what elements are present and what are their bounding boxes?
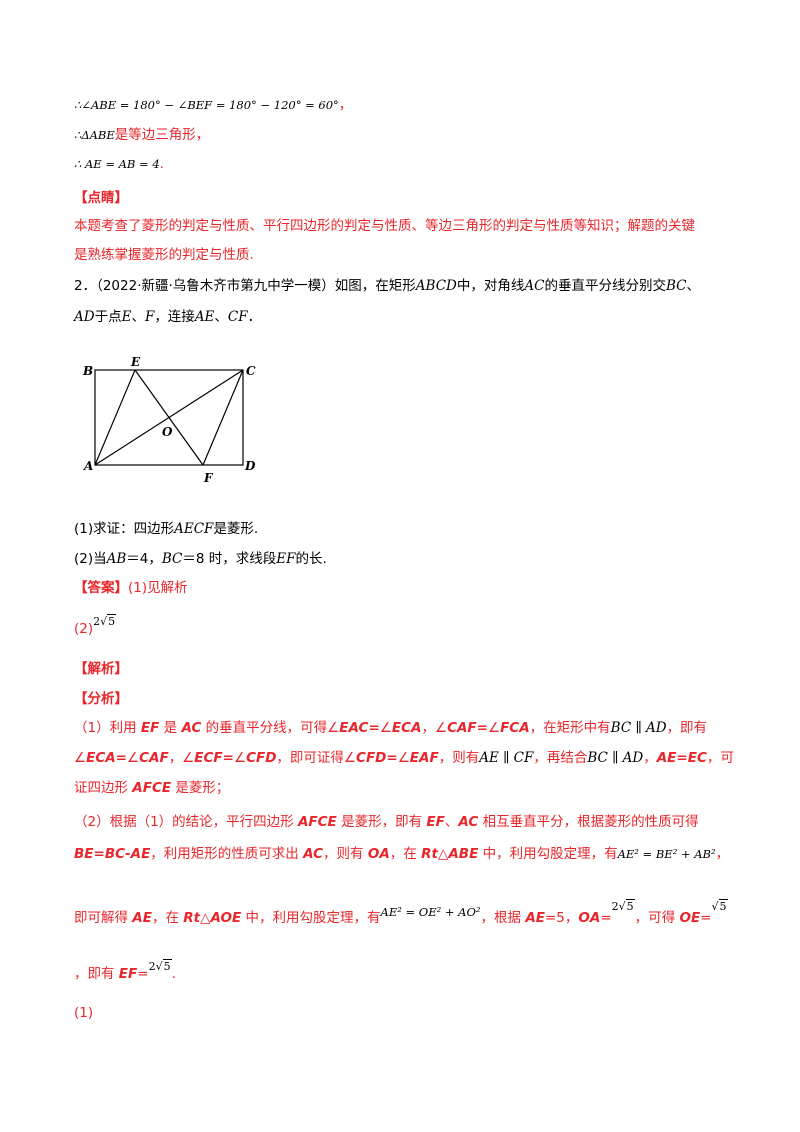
pythagoras-abe: AE² = BE² + AB²: [617, 847, 716, 861]
label-o: O: [162, 425, 173, 439]
fenxi-p1-line-1: （1）利用 EF 是 AC 的垂直平分线，可得∠EAC=∠ECA，∠CAF=∠F…: [74, 720, 708, 736]
ef-sqrt-value: 2√5: [148, 959, 172, 973]
jiexi-label: 【解析】: [74, 661, 128, 677]
fenxi-p2-line-2: BE=BC-AE，利用矩形的性质可求出 AC，则有 OA，在 Rt△ABE 中，…: [74, 846, 730, 862]
rectangle-figure: B E C O A F D: [82, 355, 256, 485]
label-e: E: [130, 355, 141, 369]
segment-cf: [202, 369, 244, 466]
problem-2-line-1: 2．（2022·新疆·乌鲁木齐市第九中学一模）如图，在矩形ABCD中，对角线AC…: [74, 278, 700, 294]
fenxi-p1-line-2: ∠ECA=∠CAF，∠ECF=∠CFD，即可证得∠CFD=∠EAF，则有AE ∥…: [74, 750, 734, 766]
answer-line-1: 【答案】(1)见解析: [74, 580, 188, 596]
fenxi-p2-line-3: 即可解得 AE，在 Rt△AOE 中，利用勾股定理，有AE² = OE² + A…: [74, 899, 728, 926]
solution-part-1-label: (1): [74, 1005, 94, 1021]
question-1: (1)求证：四边形AECF是菱形.: [74, 521, 259, 537]
proof-line-angle: ∴∠ABE = 180° − ∠BEF = 180° − 120° = 60°，: [74, 97, 353, 113]
dianjing-text-2: 是熟练掌握菱形的判定与性质.: [74, 247, 254, 263]
angle-equation: ∴∠ABE = 180° − ∠BEF = 180° − 120° = 60°: [74, 98, 339, 112]
dianjing-text-1: 本题考查了菱形的判定与性质、平行四边形的判定与性质、等边三角形的判定与性质等知识…: [74, 218, 695, 234]
label-f: F: [203, 471, 214, 485]
fenxi-p2-line-4: ，即有 EF=2√5.: [74, 959, 176, 982]
label-a: A: [83, 459, 93, 473]
segment-ae: [94, 369, 136, 466]
problem-2-line-2: AD于点E、F，连接AE、CF．: [74, 309, 262, 325]
segment-ef: [134, 369, 204, 466]
pythagoras-aoe: AE² = OE² + AO²: [380, 905, 481, 919]
answer-line-2: (2)2√5: [74, 614, 117, 637]
fenxi-p1-line-3: 证四边形 AFCE 是菱形；: [74, 780, 230, 796]
fenxi-label: 【分析】: [74, 691, 128, 707]
dianjing-label: 【点睛】: [74, 190, 128, 206]
fenxi-p2-line-1: （2）根据（1）的结论，平行四边形 AFCE 是菱形，即有 EF、AC 相互垂直…: [74, 814, 699, 830]
proof-line-ae: ∴ AE = AB = 4.: [74, 156, 164, 172]
label-c: C: [246, 364, 256, 378]
proof-line-equilateral: ∴ΔABE是等边三角形，: [74, 127, 210, 143]
answer-label: 【答案】: [74, 580, 128, 596]
oa-sqrt-value: 2√5: [611, 899, 635, 913]
answer-sqrt-value: 2√5: [93, 614, 117, 628]
rectangle-abcd: [94, 369, 244, 466]
label-b: B: [82, 364, 93, 378]
label-d: D: [244, 459, 256, 473]
oe-sqrt-value: √5: [711, 899, 728, 913]
question-2: (2)当AB＝4，BC＝8 时，求线段EF的长.: [74, 551, 327, 567]
